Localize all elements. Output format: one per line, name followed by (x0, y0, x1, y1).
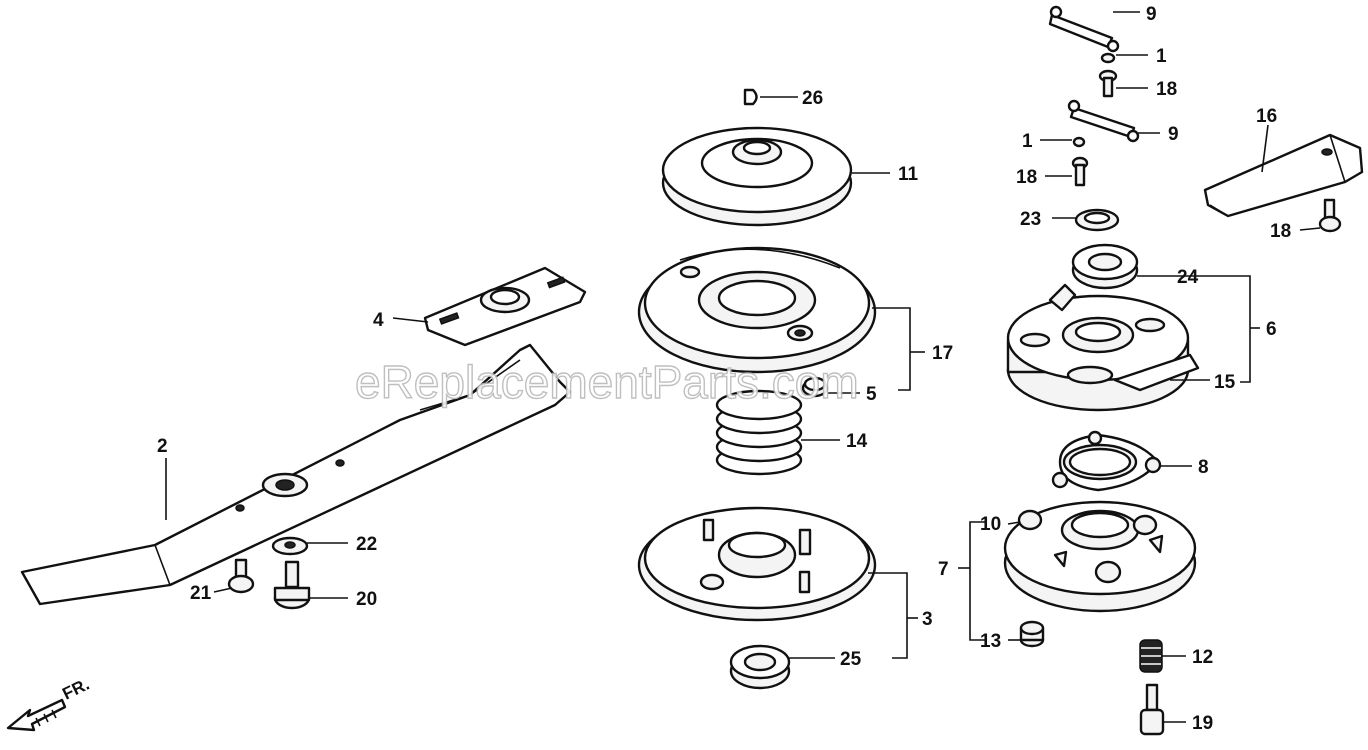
callout-3: 3 (922, 609, 933, 630)
callout-6: 6 (1266, 319, 1277, 340)
callout-8: 8 (1198, 457, 1209, 478)
pulley-part (661, 126, 853, 227)
callout-1-lower: 1 (1022, 131, 1033, 152)
callout-14: 14 (846, 431, 868, 452)
callout-9-lower: 9 (1168, 124, 1179, 145)
callout-19: 19 (1192, 713, 1213, 734)
spring-9-lower-part (1067, 99, 1140, 143)
bolt-18-middle-part (1071, 156, 1089, 187)
retainer-plate-part (1051, 430, 1162, 492)
front-direction-arrow-icon (6, 698, 67, 732)
callout-18-upper: 18 (1156, 79, 1177, 100)
callout-22: 22 (356, 534, 377, 555)
callout-10: 10 (980, 514, 1001, 535)
nut-5-part (801, 376, 829, 398)
brake-plate-part (637, 246, 877, 374)
callout-2: 2 (157, 436, 168, 457)
bolt-21-part (227, 558, 255, 594)
callout-1-upper: 1 (1156, 46, 1167, 67)
callout-24: 24 (1177, 267, 1199, 288)
spring-part (715, 389, 803, 476)
collar-1-lower-part (1072, 136, 1086, 148)
bearing-25-part (729, 644, 791, 690)
callout-20: 20 (356, 589, 377, 610)
washer-23-part (1074, 208, 1120, 232)
lever-part (1203, 133, 1364, 218)
callout-7: 7 (938, 559, 949, 580)
callout-21: 21 (190, 583, 212, 604)
blade-part (20, 343, 572, 606)
brake-housing-part (1006, 283, 1200, 412)
callout-18-middle: 18 (1016, 167, 1037, 188)
callout-11: 11 (898, 164, 919, 185)
callout-23: 23 (1020, 209, 1041, 230)
callout-16: 16 (1256, 106, 1277, 127)
pin-19-part (1139, 683, 1165, 736)
leader-lines (165, 11, 1321, 723)
washer-part (271, 536, 309, 556)
bolt-18-lever-part (1318, 198, 1342, 233)
housing-part (637, 506, 877, 622)
bearing-24-part (1071, 243, 1139, 290)
callout-13: 13 (980, 631, 1001, 652)
pin-part (743, 88, 758, 106)
clutch-hub-part (1003, 500, 1197, 613)
front-direction-label: FR. (59, 675, 92, 704)
callout-26: 26 (802, 88, 823, 109)
callout-9-upper: 9 (1146, 4, 1157, 25)
nut-13-part (1019, 620, 1045, 648)
bolt-20-part (273, 560, 311, 610)
callout-15: 15 (1214, 372, 1236, 393)
bolt-18-upper-part (1098, 69, 1118, 98)
callout-18-lever: 18 (1270, 221, 1291, 242)
callout-17: 17 (932, 343, 953, 364)
spring-9-upper-part (1048, 5, 1120, 53)
spring-12-part (1139, 639, 1163, 673)
collar-1-upper-part (1100, 52, 1116, 64)
callout-5: 5 (866, 384, 877, 405)
watermark: eReplacementParts.com (355, 356, 859, 408)
callout-12: 12 (1192, 647, 1213, 668)
callout-25: 25 (840, 649, 862, 670)
blade-adapter-part (423, 266, 587, 347)
callout-4: 4 (373, 310, 384, 331)
